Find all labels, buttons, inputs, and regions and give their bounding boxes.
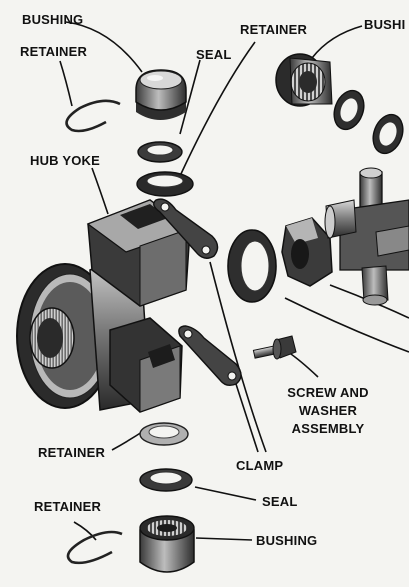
leader-right-1 (284, 297, 409, 353)
label-retainer-mid: RETAINER (38, 445, 106, 460)
seal-ring-large (227, 229, 277, 303)
retainer-clip-bottom (66, 530, 123, 565)
label-retainer-top-left: RETAINER (20, 44, 88, 59)
label-seal-top: SEAL (196, 47, 232, 62)
label-bushing-bottom: BUSHING (256, 533, 318, 548)
clamp-top (153, 198, 219, 259)
label-clamp: CLAMP (236, 458, 284, 473)
retainer-ring-top (136, 171, 194, 197)
clamp-bottom (178, 325, 242, 387)
screw-and-washer (252, 335, 297, 360)
label-screw-line2: WASHER (298, 403, 358, 418)
universal-joint-cross (324, 167, 409, 306)
leader-seal-top (179, 59, 201, 135)
label-bushing-top-right: BUSHI (364, 17, 406, 32)
label-seal-bottom: SEAL (262, 494, 298, 509)
retainer-clip-top (65, 99, 121, 133)
leader-bushing-top-right (311, 25, 363, 59)
retainer-top-right-ring (372, 113, 404, 155)
seal-top-right (333, 89, 365, 131)
leader-screw (287, 351, 319, 378)
seal-washer-bottom (139, 468, 193, 492)
bushing-cup-bottom (139, 515, 195, 573)
label-retainer-top-right: RETAINER (240, 22, 308, 37)
bushing-cap-top (135, 69, 187, 120)
leader-bushing-top (65, 21, 143, 73)
label-bushing-top: BUSHING (22, 12, 84, 27)
leader-bushing-bottom (195, 537, 253, 541)
hex-nut (281, 217, 333, 287)
bushing-top-right (275, 53, 333, 107)
label-hub-yoke: HUB YOKE (30, 153, 100, 168)
leader-retainer-top-right (179, 41, 256, 177)
hub-yoke (16, 199, 192, 413)
leader-seal-bottom (194, 486, 257, 501)
leader-hub-yoke (91, 167, 109, 215)
label-screw-line3: ASSEMBLY (291, 421, 365, 436)
retainer-ring-bottom (139, 422, 189, 446)
leader-clamp-2 (235, 383, 259, 453)
leader-retainer-bottom (73, 521, 97, 541)
seal-washer-top (137, 141, 183, 163)
label-retainer-bottom: RETAINER (34, 499, 102, 514)
leader-retainer-top-left (59, 60, 73, 107)
label-screw-line1: SCREW AND (287, 385, 369, 400)
